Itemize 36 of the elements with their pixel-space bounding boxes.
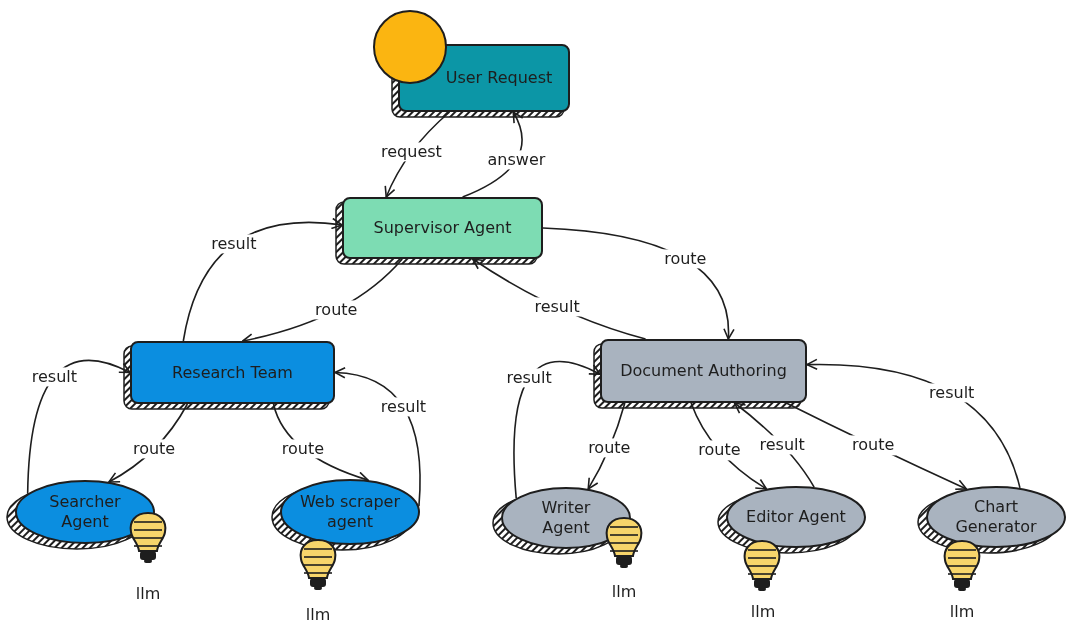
arrow xyxy=(513,360,601,499)
node-label: Chart Generator xyxy=(954,497,1038,537)
arrow xyxy=(26,359,131,495)
node-label: Writer Agent xyxy=(540,498,592,538)
node-label: User Request xyxy=(445,68,553,88)
node-label: Searcher Agent xyxy=(48,492,122,532)
edge-label: result xyxy=(532,297,582,317)
process-box xyxy=(600,339,807,403)
edge-label: answer xyxy=(485,150,548,170)
model-label: llm xyxy=(135,584,161,603)
model-label: llm xyxy=(611,582,637,601)
edge-label: result xyxy=(504,368,554,388)
agent-ellipse xyxy=(726,486,866,548)
model-label: llm xyxy=(305,605,331,624)
node-label: Supervisor Agent xyxy=(373,218,512,238)
agent-ellipse xyxy=(15,480,155,544)
edge-label: route xyxy=(662,249,709,269)
process-box xyxy=(130,341,335,404)
node-label: Web scraper agent xyxy=(298,492,402,532)
edge-label: result xyxy=(927,383,977,403)
edge-label: route xyxy=(586,438,633,458)
model-label: llm xyxy=(949,602,975,621)
arrow xyxy=(334,367,421,508)
edge-label: result xyxy=(209,234,259,254)
node-label: Document Authoring xyxy=(620,361,787,381)
edge-label: route xyxy=(696,440,743,461)
node-label: Editor Agent xyxy=(745,507,847,527)
edge-label: route xyxy=(850,435,897,456)
process-box xyxy=(342,197,543,259)
edge-label: route xyxy=(313,300,360,320)
model-label: llm xyxy=(750,602,776,621)
agent-ellipse xyxy=(926,486,1066,548)
edge-label: request xyxy=(379,142,444,162)
edge-label: result xyxy=(757,435,807,455)
node-label: Research Team xyxy=(172,362,293,383)
agent-ellipse xyxy=(280,479,420,545)
